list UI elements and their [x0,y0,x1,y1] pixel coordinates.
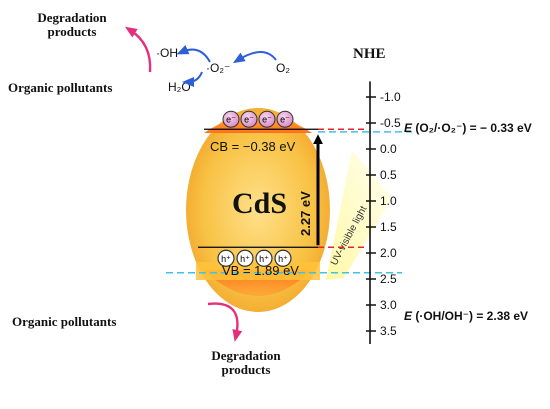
scale-tick-label: -0.5 [380,116,401,130]
scale-tick-label: 1.5 [380,220,397,234]
o2-potential-label: E (O₂/·O₂⁻) = − 0.33 eV [404,121,532,135]
electron-symbol: e⁻ [262,115,272,125]
pink-arrow-top [124,26,152,73]
hole-symbol: h⁺ [221,254,231,264]
hole-symbol: h⁺ [240,254,250,264]
scale-tick-label: 3.0 [380,298,397,312]
h2o-label: H₂O [168,80,191,94]
band-gap-label: 2.27 eV [298,191,313,236]
material-label: CdS [232,187,287,220]
o2-label: O₂ [276,61,290,75]
scale-tick-label: 2.0 [380,246,397,260]
scale-tick-label: 3.5 [380,324,397,338]
vb-label: VB = 1.89 eV [222,263,299,278]
hole [255,249,273,267]
blue-arrow-superoxide [176,44,211,63]
scale-tick-label: -1.0 [380,90,401,104]
top-pollutants-label: Organic pollutants [8,80,112,95]
oh-radical-label: ·OH [156,46,178,60]
electron [276,110,294,128]
electron [240,110,258,128]
bottom-degradation-label-2: products [222,362,271,377]
electron-symbol: e⁻ [280,115,290,125]
electron-group: e⁻ e⁻ e⁻ e⁻ [222,110,294,128]
top-degradation-label-2: products [48,24,97,39]
oh-potential-label: E (·OH/OH⁻) = 2.38 eV [404,309,528,323]
electron [222,110,240,128]
top-degradation-label: Degradation [37,10,107,25]
scale-ticks: -1.0 -0.5 0.0 0.5 1.0 1.5 2.0 2.5 3.0 3.5 [366,90,401,338]
electron-symbol: e⁻ [244,115,254,125]
hole [236,249,254,267]
bottom-pollutants-label: Organic pollutants [12,314,116,329]
scale-title: NHE [353,46,386,62]
blue-arrow-water [182,71,203,87]
scale-tick-label: 2.5 [380,272,397,286]
conduction-band-region [204,114,312,133]
electron-symbol: e⁻ [226,115,236,125]
hole-group: h⁺ h⁺ h⁺ h⁺ [217,249,292,267]
pink-arrow-bottom [207,302,243,342]
superoxide-label: ·O₂⁻ [206,61,230,75]
scale-tick-label: 0.5 [380,168,397,182]
cb-label: CB = −0.38 eV [210,139,296,154]
hole-symbol: h⁺ [278,254,288,264]
electron [258,110,276,128]
bottom-degradation-label: Degradation [211,348,281,363]
blue-arrow-o2 [232,51,277,64]
hole [274,249,292,267]
scale-tick-label: 1.0 [380,194,397,208]
hole [217,249,235,267]
hole-symbol: h⁺ [259,254,269,264]
scale-tick-label: 0.0 [380,142,397,156]
